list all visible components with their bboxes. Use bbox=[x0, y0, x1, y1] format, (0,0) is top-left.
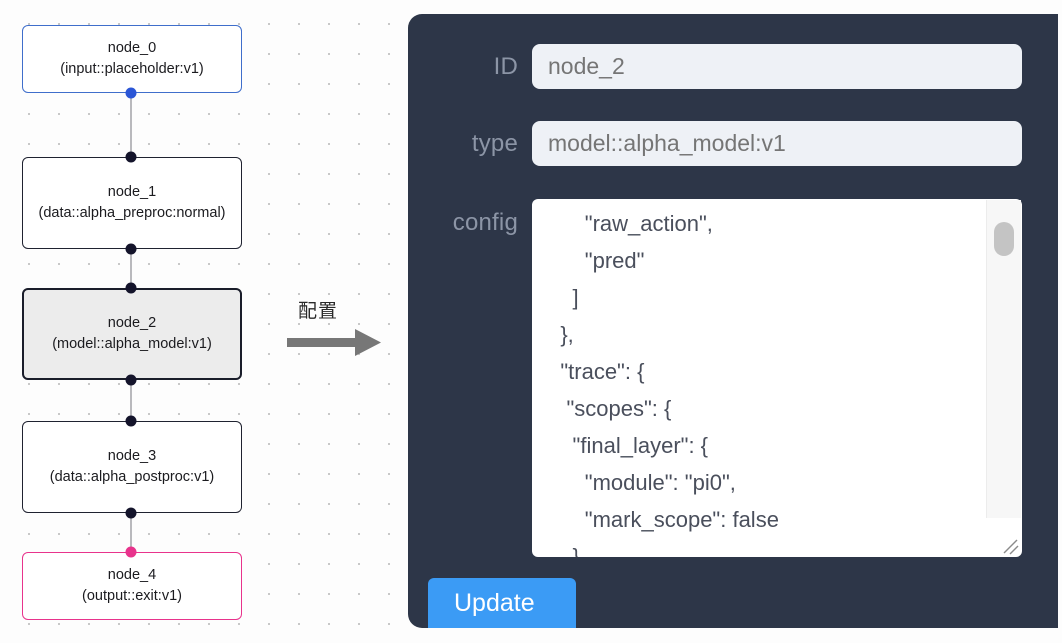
field-row-config: config bbox=[420, 199, 1022, 557]
id-input[interactable] bbox=[532, 44, 1022, 89]
graph-node-node_4[interactable]: node_4 (output::exit:v1) bbox=[22, 552, 242, 620]
port-node_3-out[interactable] bbox=[125, 507, 137, 519]
config-scrollbar-track[interactable] bbox=[986, 200, 1021, 518]
node-subtitle: (data::alpha_preproc:normal) bbox=[38, 205, 226, 221]
node-title: node_1 bbox=[107, 184, 157, 200]
node-config-panel: ID type config bbox=[408, 14, 1058, 628]
node-title: node_2 bbox=[107, 315, 157, 331]
node-subtitle: (input::placeholder:v1) bbox=[60, 61, 204, 77]
node-subtitle: (output::exit:v1) bbox=[82, 588, 182, 604]
node-subtitle: (data::alpha_postproc:v1) bbox=[49, 469, 215, 485]
resize-handle-icon[interactable] bbox=[1000, 536, 1020, 556]
port-node_1-in[interactable] bbox=[125, 151, 137, 163]
update-button[interactable]: Update bbox=[428, 578, 576, 628]
panel-canvas: ID type config bbox=[400, 0, 1062, 643]
flow-arrow-label: 配置 bbox=[298, 300, 339, 322]
field-row-type: type bbox=[420, 121, 1022, 166]
config-field-label: config bbox=[452, 209, 518, 236]
flow-arrow-group: 配置 bbox=[285, 296, 395, 366]
field-row-id: ID bbox=[420, 44, 1022, 89]
right-arrow-icon bbox=[287, 329, 381, 356]
graph-node-node_3[interactable]: node_3 (data::alpha_postproc:v1) bbox=[22, 421, 242, 513]
type-input[interactable] bbox=[532, 121, 1022, 166]
port-node_3-in[interactable] bbox=[125, 415, 137, 427]
node-subtitle: (model::alpha_model:v1) bbox=[52, 336, 212, 352]
node-title: node_0 bbox=[107, 40, 157, 56]
edge-node0-node1 bbox=[130, 93, 132, 157]
port-node_1-out[interactable] bbox=[125, 243, 137, 255]
graph-node-node_2[interactable]: node_2 (model::alpha_model:v1) bbox=[22, 288, 242, 380]
config-textarea-wrapper bbox=[532, 199, 1022, 557]
graph-node-node_1[interactable]: node_1 (data::alpha_preproc:normal) bbox=[22, 157, 242, 249]
graph-node-node_0[interactable]: node_0 (input::placeholder:v1) bbox=[22, 25, 242, 93]
edge-node1-node2 bbox=[130, 249, 132, 288]
graph-canvas[interactable]: node_0 (input::placeholder:v1) node_1 (d… bbox=[0, 0, 400, 643]
type-field-label: type bbox=[471, 129, 518, 157]
node-title: node_4 bbox=[107, 567, 157, 583]
config-textarea[interactable] bbox=[532, 199, 1022, 557]
port-node_0-out[interactable] bbox=[125, 87, 137, 99]
port-node_2-out[interactable] bbox=[125, 374, 137, 386]
id-field-label: ID bbox=[493, 52, 518, 80]
port-node_2-in[interactable] bbox=[125, 282, 137, 294]
config-scrollbar-thumb[interactable] bbox=[994, 222, 1014, 256]
node-title: node_3 bbox=[107, 448, 157, 464]
edge-node3-node4 bbox=[130, 513, 132, 552]
port-node_4-in[interactable] bbox=[125, 546, 137, 558]
edge-node2-node3 bbox=[130, 380, 132, 421]
